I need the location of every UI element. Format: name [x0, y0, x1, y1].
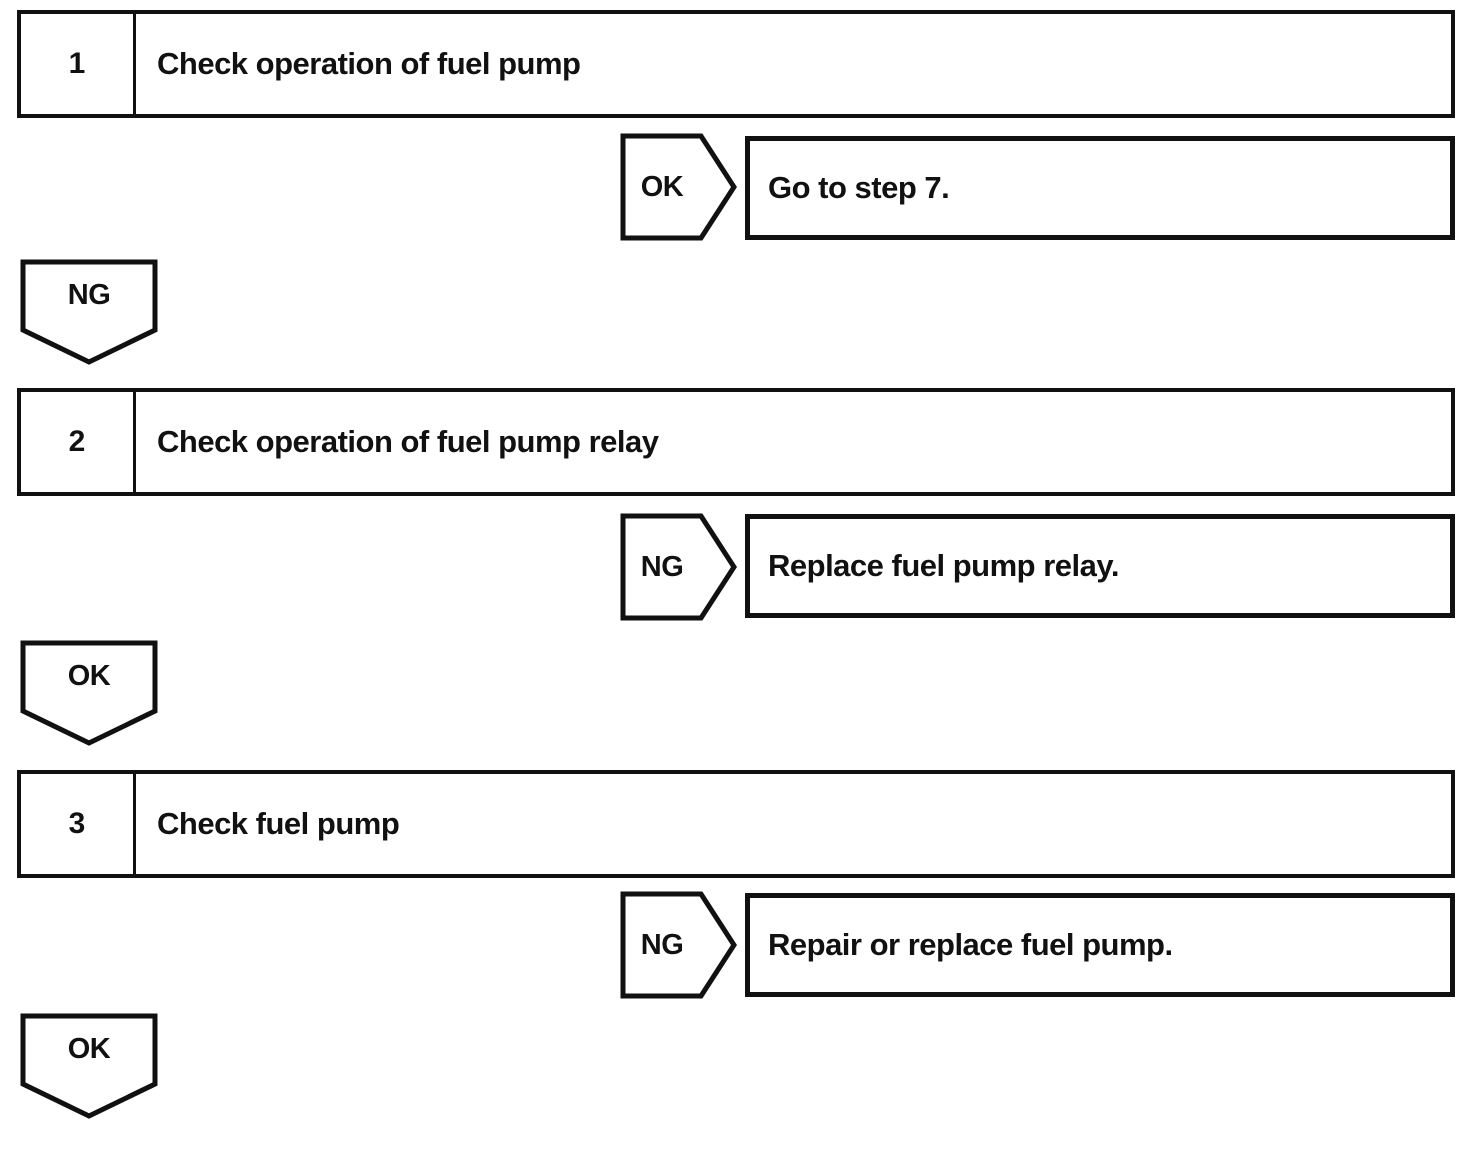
branch-action-box: Go to step 7.	[745, 136, 1455, 240]
down-pentagon-icon	[20, 259, 158, 365]
right-arrow-icon	[620, 513, 737, 621]
branch-label: NG	[640, 550, 684, 583]
branch-action-text: Go to step 7.	[768, 170, 950, 205]
continue-label: OK	[67, 659, 111, 692]
step-box-1: 1 Check operation of fuel pump	[17, 10, 1455, 118]
down-pentagon-icon	[20, 640, 158, 746]
continue-label: NG	[67, 278, 111, 311]
branch-label: NG	[640, 928, 684, 961]
branch-action-text: Replace fuel pump relay.	[768, 548, 1119, 583]
continue-pentagon: NG	[20, 259, 158, 367]
continue-pentagon: OK	[20, 640, 158, 748]
continue-label: OK	[67, 1032, 111, 1065]
step-title: Check operation of fuel pump	[157, 46, 581, 81]
branch-arrow: NG	[620, 513, 738, 621]
right-arrow-icon	[620, 891, 737, 999]
step-title: Check fuel pump	[157, 806, 400, 841]
branch-arrow: OK	[620, 133, 738, 241]
step-number: 1	[21, 14, 136, 114]
right-arrow-icon	[620, 133, 737, 241]
step-title: Check operation of fuel pump relay	[157, 424, 659, 459]
step-number: 3	[21, 774, 136, 874]
branch-action-box: Replace fuel pump relay.	[745, 514, 1455, 618]
branch-action-text: Repair or replace fuel pump.	[768, 927, 1173, 962]
branch-arrow: NG	[620, 891, 738, 999]
continue-pentagon: OK	[20, 1013, 158, 1121]
down-pentagon-icon	[20, 1013, 158, 1119]
step-box-2: 2 Check operation of fuel pump relay	[17, 388, 1455, 496]
step-box-3: 3 Check fuel pump	[17, 770, 1455, 878]
step-number: 2	[21, 392, 136, 492]
branch-label: OK	[640, 170, 684, 203]
branch-action-box: Repair or replace fuel pump.	[745, 893, 1455, 997]
